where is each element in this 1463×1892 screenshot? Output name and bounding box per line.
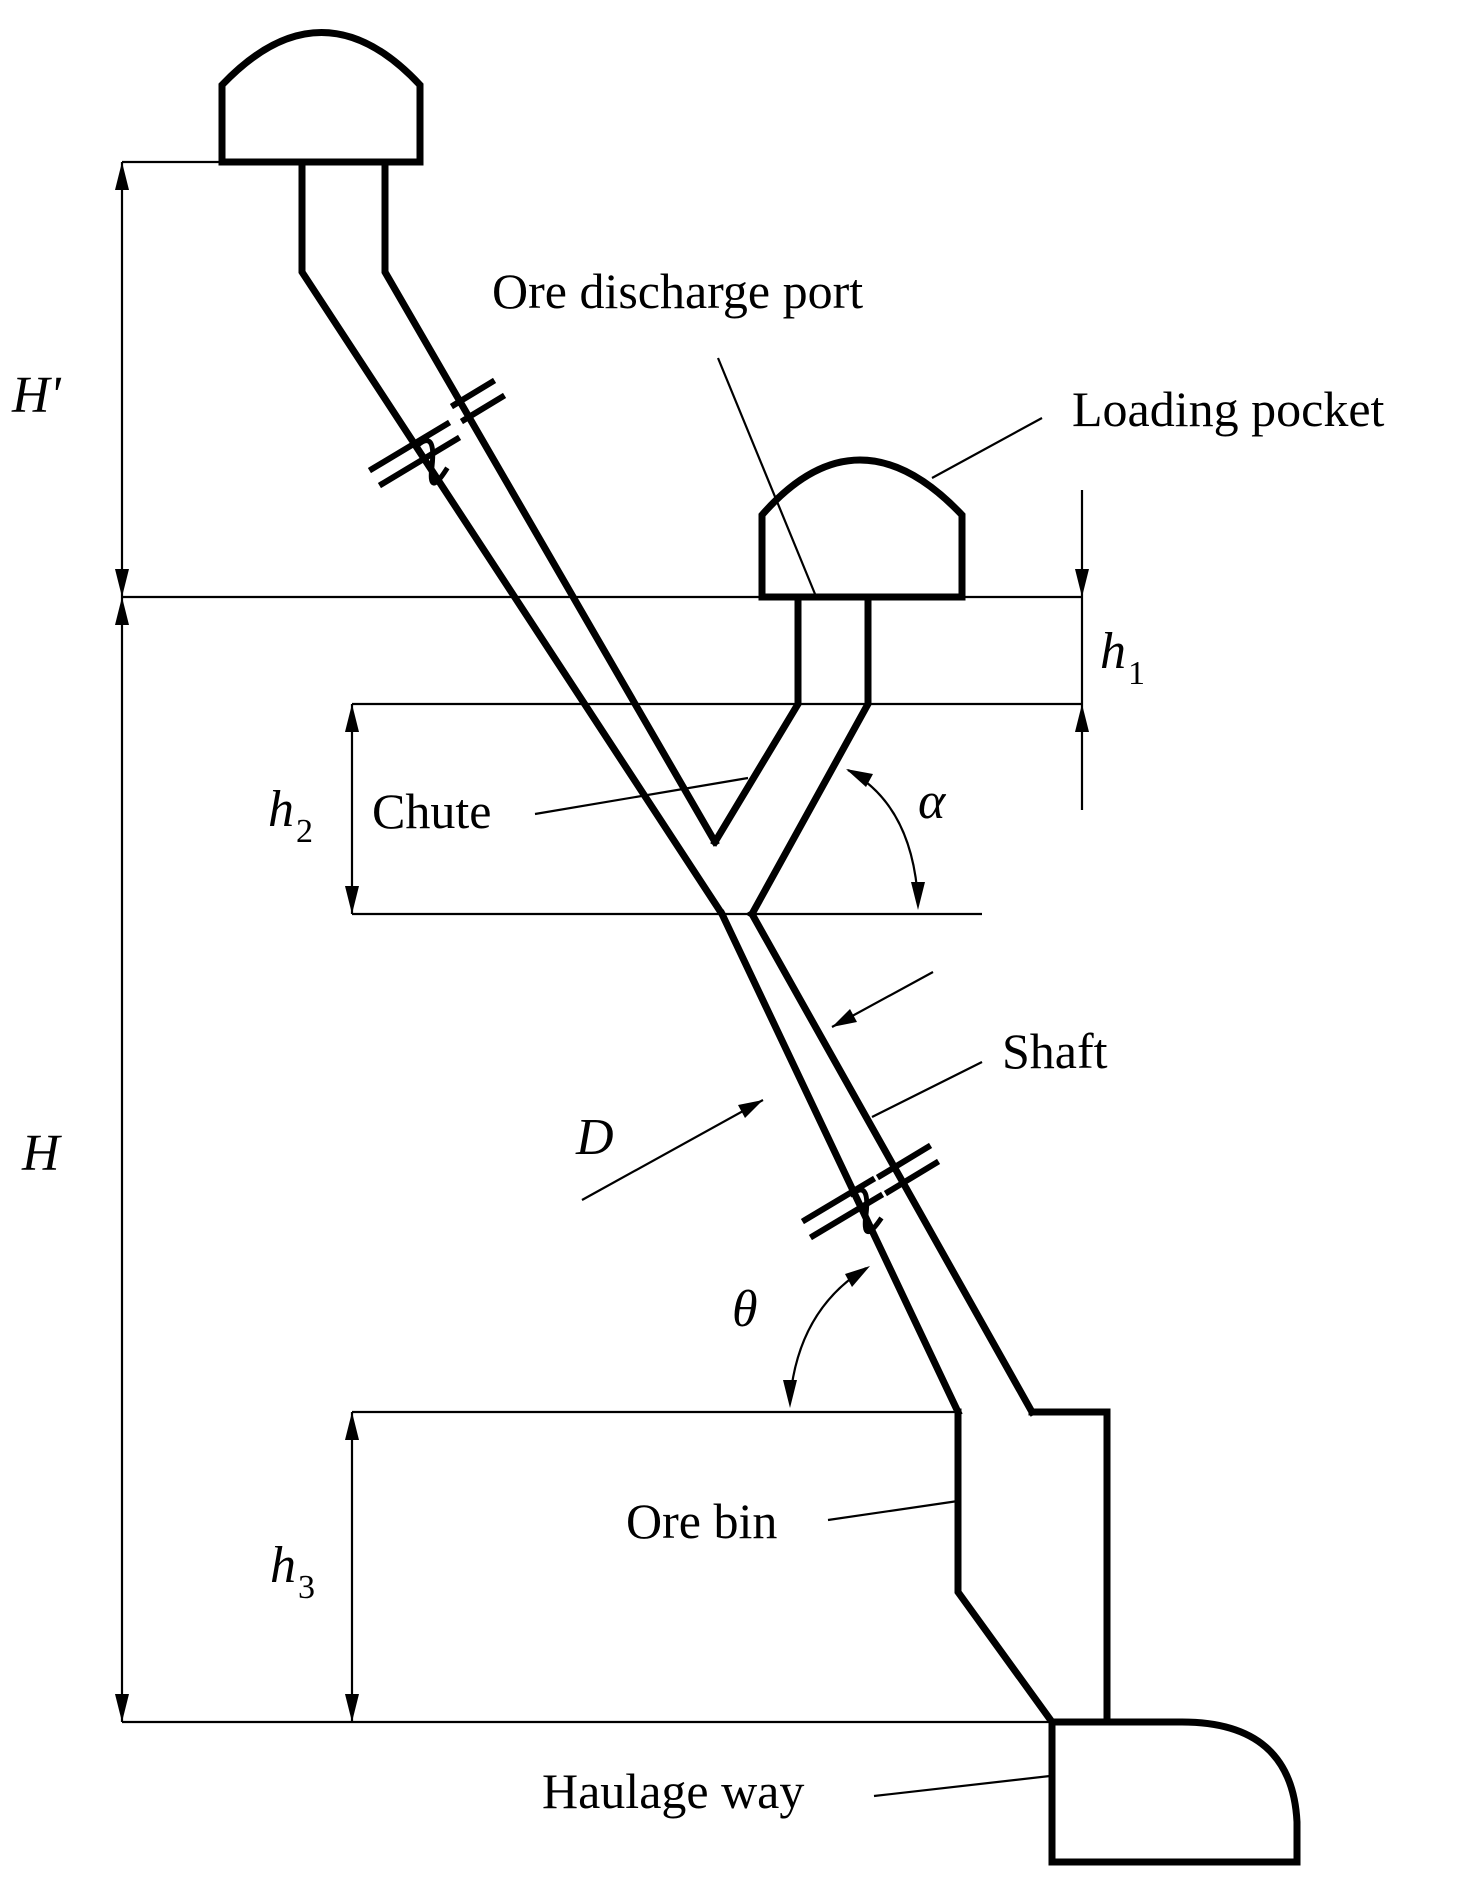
symbol-h3: h3 xyxy=(270,1537,315,1606)
symbol-h2: h2 xyxy=(268,781,313,850)
symbol-h2-letter: h xyxy=(268,781,294,838)
leader-ore-discharge-port xyxy=(716,357,817,595)
label-ore-discharge-port: Ore discharge port xyxy=(492,263,863,319)
leader-haulage-way xyxy=(873,1774,1051,1798)
label-chute: Chute xyxy=(372,783,491,839)
leader-ore-bin xyxy=(827,1499,959,1522)
dimension-h1 xyxy=(1075,490,1089,810)
symbol-d: D xyxy=(575,1109,614,1166)
dimension-h3 xyxy=(345,1412,359,1722)
dimension-d xyxy=(581,971,934,1201)
chute-right-wall xyxy=(747,593,872,919)
symbol-h3-subscript: 3 xyxy=(298,1569,315,1606)
leader-shaft xyxy=(871,1061,983,1118)
symbol-h1: h1 xyxy=(1100,623,1145,692)
dimension-h-prime xyxy=(115,162,129,597)
ore-bin-right-wall xyxy=(1028,1408,1111,1726)
lower-break-symbol xyxy=(800,1142,941,1241)
symbol-h: H xyxy=(21,1125,62,1182)
leader-loading-pocket xyxy=(931,417,1043,479)
chute-left-wall xyxy=(710,593,802,847)
upper-shaft-right-wall xyxy=(381,158,720,847)
label-loading-pocket: Loading pocket xyxy=(1072,381,1385,437)
upper-drift xyxy=(218,29,424,166)
upper-break-symbol xyxy=(367,377,507,489)
symbol-h1-subscript: 1 xyxy=(1128,655,1145,692)
ore-bin-left-wall xyxy=(954,1408,1057,1727)
upper-shaft-left-wall xyxy=(298,158,727,919)
symbol-alpha: α xyxy=(918,773,947,830)
lower-shaft-left-wall xyxy=(717,909,963,1417)
label-haulage-way: Haulage way xyxy=(542,1763,804,1819)
lower-shaft-right-wall xyxy=(747,909,1037,1417)
angle-alpha-arc xyxy=(846,769,925,910)
loading-pocket xyxy=(758,456,966,601)
angle-theta-arc xyxy=(783,1266,870,1408)
symbol-h3-letter: h xyxy=(270,1537,296,1594)
label-ore-bin: Ore bin xyxy=(626,1493,777,1549)
symbol-h-prime: H' xyxy=(11,367,62,424)
symbol-h1-letter: h xyxy=(1100,623,1126,680)
dimension-h xyxy=(115,597,129,1722)
leader-chute xyxy=(534,776,749,816)
symbol-theta: θ xyxy=(732,1281,758,1338)
symbol-h2-subscript: 2 xyxy=(296,813,313,850)
label-shaft: Shaft xyxy=(1002,1023,1108,1079)
dimension-h2 xyxy=(345,704,359,914)
haulage-way xyxy=(1048,1718,1301,1866)
